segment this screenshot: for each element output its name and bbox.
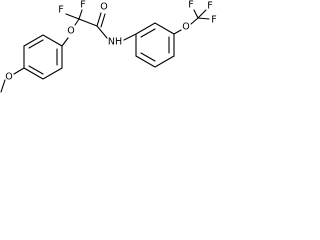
trifluoromethoxy-group: O F F F bbox=[173, 0, 217, 35]
molecule-canvas: O O F F O NH bbox=[0, 0, 220, 100]
cf3-fluorine-top-right-label: F bbox=[207, 1, 212, 12]
carbonyl-oxygen-label: O bbox=[100, 2, 107, 13]
right-benzene-ring bbox=[135, 22, 175, 68]
methoxy-group: O bbox=[0, 67, 25, 93]
cf3-fluorine-top-label: F bbox=[188, 0, 193, 11]
difluoromethylene-group: F F bbox=[58, 0, 98, 27]
carbonyl-group: O bbox=[96, 2, 108, 39]
ether-oxygen-label: O bbox=[67, 26, 74, 37]
amide-nitrogen: NH bbox=[108, 33, 137, 48]
fluorine-left-label: F bbox=[58, 5, 63, 16]
methoxy-oxygen-label: O bbox=[5, 72, 12, 83]
fluorine-top-label: F bbox=[80, 0, 85, 11]
trifluoromethoxy-oxygen-label: O bbox=[182, 22, 189, 33]
amide-nh-label: NH bbox=[108, 37, 122, 48]
left-benzene-ring bbox=[23, 34, 63, 80]
ether-linkage: O bbox=[61, 18, 80, 47]
cf3-fluorine-right-label: F bbox=[211, 15, 216, 26]
chemical-structure-diagram: O O F F O NH bbox=[0, 0, 217, 93]
